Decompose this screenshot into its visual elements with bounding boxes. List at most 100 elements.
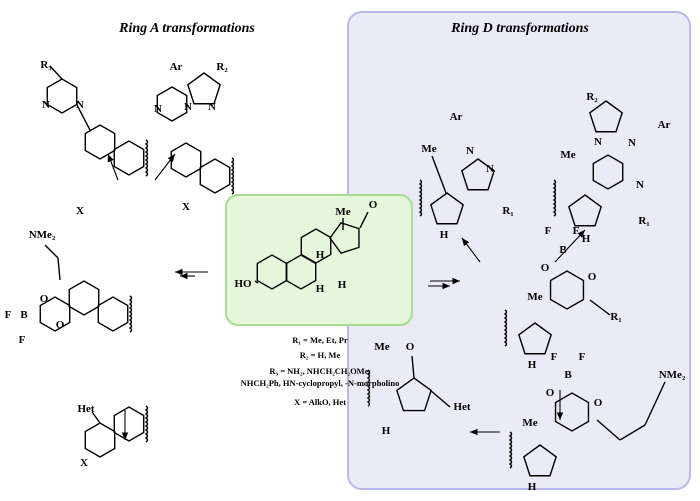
atom-label: R₁ (610, 311, 621, 323)
legend-r3-line2: NHCH₂Ph, HN-cyclopropyl, -N-morpholino (241, 378, 400, 388)
atom-label: Me (421, 143, 436, 155)
fused-ring (97, 296, 129, 332)
atom-label: H (440, 229, 449, 241)
benzene-ring (68, 280, 100, 316)
atom-label: Ar (450, 111, 463, 123)
pyrimidine-ring (592, 154, 624, 190)
bond (411, 355, 415, 379)
atom-label: O (56, 319, 65, 331)
bond (44, 244, 59, 259)
atom-label: F (579, 351, 586, 363)
atom-label: N (486, 163, 494, 175)
benzene-ring (84, 422, 116, 458)
bond (76, 104, 91, 131)
pyrazole-ring (461, 158, 495, 191)
wavy-bond (366, 369, 371, 407)
atom-label: HO (234, 278, 252, 290)
cyclopentane-ring (523, 444, 557, 477)
atom-label: Me (560, 149, 575, 161)
wavy-bond (230, 157, 235, 195)
wavy-bond (144, 405, 149, 443)
fused-ring (113, 406, 145, 442)
atom-label: B (559, 244, 567, 256)
atom-label: N (154, 103, 162, 115)
cyclopentanone-ring (396, 377, 432, 412)
wavy-bond (418, 179, 423, 217)
reaction-arrow (461, 237, 481, 263)
pyrazole-ring (187, 72, 221, 105)
atom-label: N (208, 101, 216, 113)
fused-ring (199, 158, 231, 194)
bond (359, 211, 369, 229)
pyrazole-ring (589, 100, 623, 133)
atom-label: F (573, 225, 580, 237)
bond (596, 419, 621, 441)
bond (91, 411, 101, 424)
atom-label: B (564, 369, 572, 381)
wavy-bond (128, 295, 133, 333)
atom-label: N (42, 99, 50, 111)
substituent-legend: R₁ = Me, Et, Pr R₂ = H, Me R₃ = NH₂, NHC… (241, 335, 400, 407)
atom-label: Me (527, 291, 542, 303)
atom-label: H (528, 481, 537, 493)
atom-label: O (541, 262, 550, 274)
atom-label: Me (522, 417, 537, 429)
atom-label: Me (374, 341, 389, 353)
atom-label: N (76, 99, 84, 111)
wavy-bond (503, 309, 508, 347)
ring-d-title: Ring D transformations (450, 21, 589, 36)
cyclopentane-ring (568, 194, 602, 227)
atom-label: H (582, 233, 591, 245)
atom-label: Het (453, 401, 470, 413)
atom-label: Me (335, 206, 350, 218)
legend-r3-line1: R₃ = NH₂, NHCH₂CH₂OMe, (269, 366, 370, 376)
atom-label: N (628, 137, 636, 149)
bond (429, 389, 451, 408)
atom-label: X (80, 457, 88, 469)
atom-label: X (182, 201, 190, 213)
legend-r2: R₂ = H, Me (300, 350, 341, 360)
bond (49, 65, 63, 80)
estrone-ring-d (329, 221, 360, 255)
estrone-highlight-box (225, 194, 413, 326)
bond (589, 299, 611, 316)
benzene-ring (84, 124, 116, 160)
atom-label: R₁ (638, 215, 649, 227)
atom-label: O (369, 199, 378, 211)
legend-r1: R₁ = Me, Et, Pr (292, 335, 348, 345)
atom-label: O (546, 387, 555, 399)
bond (431, 155, 447, 194)
atom-label: O (594, 397, 603, 409)
atom-label: F (19, 334, 26, 346)
reaction-arrows (107, 153, 586, 440)
pyrimidine-ring (46, 78, 78, 114)
reaction-arrow (154, 153, 176, 181)
atom-label: H (338, 279, 347, 291)
wavy-bond (552, 179, 557, 217)
benzene-ring (170, 142, 202, 178)
fused-ring (113, 140, 145, 176)
atom-label: N (594, 136, 602, 148)
atom-label: O (588, 271, 597, 283)
bond (254, 280, 259, 284)
atom-label: N (184, 101, 192, 113)
atom-label: H (528, 359, 537, 371)
atom-label: F (551, 351, 558, 363)
ring-a-title: Ring A transformations (118, 21, 255, 36)
bond (644, 381, 666, 426)
legend-x: X = AlkO, Het (294, 397, 346, 407)
reaction-arrow (107, 153, 119, 181)
atom-label: Ar (170, 61, 183, 73)
atom-label: Ar (658, 119, 671, 131)
atom-label: R₂ (216, 61, 228, 73)
cyclopentane-ring (430, 192, 464, 225)
bond (619, 424, 646, 441)
atom-label: NMe₂ (29, 229, 56, 241)
reaction-arrow (554, 229, 586, 263)
atom-label: O (40, 293, 49, 305)
atom-label: H (382, 425, 391, 437)
atom-label: O (406, 341, 415, 353)
